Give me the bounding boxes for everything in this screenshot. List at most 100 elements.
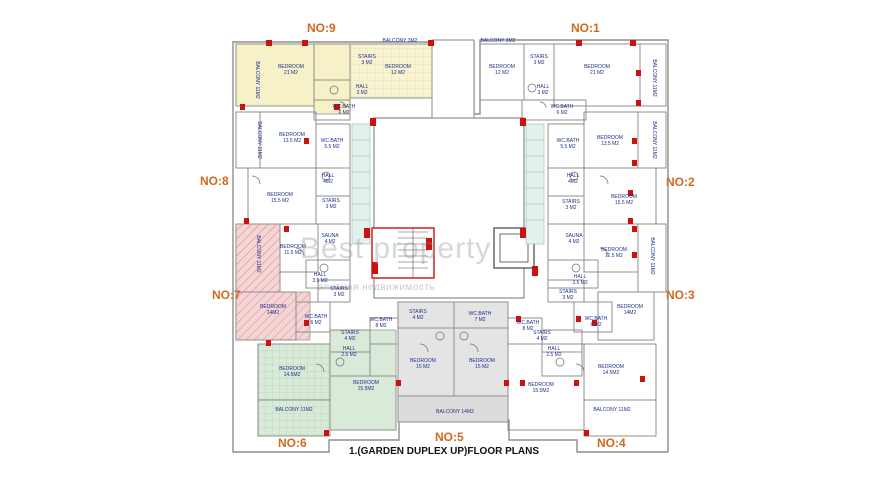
room-name: BEDROOM [598, 364, 624, 370]
room-area: 3 M2 [533, 60, 544, 66]
room-walls [235, 43, 667, 437]
room-area: 6 M2 [556, 110, 567, 116]
room-area: 3 M2 [333, 292, 344, 298]
room-name: BEDROOM [385, 64, 411, 70]
room-area: 4 M2 [568, 239, 579, 245]
room-name: WC.BATH [370, 317, 393, 323]
room-name: BALCONY 11M2 [275, 407, 313, 413]
room-area: 15.5M2 [533, 388, 550, 394]
room-name: STAIRS [409, 309, 427, 315]
room-name: STAIRS [358, 54, 376, 60]
room-name: STAIRS [330, 286, 348, 292]
room-area: 5.5 M2 [324, 144, 340, 150]
room-name: HALL [537, 84, 550, 90]
room-name: STAIRS [341, 330, 359, 336]
room-area: 15.5M2 [358, 386, 375, 392]
room-label: BALCONY 11M2 [254, 61, 260, 99]
unit-label-4: NO:4 [597, 436, 626, 450]
room-name: SAUNA [321, 233, 339, 239]
room-name: BEDROOM [584, 64, 610, 70]
room-area: 4 M2 [536, 336, 547, 342]
elevator-shaft [371, 227, 435, 279]
unit-7-hatched-fill [235, 223, 281, 293]
room-area: 6 M2 [590, 322, 601, 328]
room-area: 6 M2 [310, 320, 321, 326]
room-name: BALCONY 14M2 [436, 409, 474, 415]
room-name: BALCONY 11M2 [651, 121, 657, 159]
room-area: 4M2 [568, 179, 578, 185]
room-area: 15.5 M2 [615, 200, 633, 206]
room-name: BEDROOM [597, 135, 623, 141]
room-name: BEDROOM [279, 132, 305, 138]
room-area: 14M2 [624, 310, 637, 316]
room-area: 4 M2 [324, 239, 335, 245]
room-area: 15.5 M2 [271, 198, 289, 204]
unit-label-3: NO:3 [666, 288, 695, 302]
watermark-logo-text: Best property [300, 232, 492, 265]
room-area: 3 M2 [562, 295, 573, 301]
unit-label-5: NO:5 [435, 430, 464, 444]
room-name: BALCONY 11M2 [651, 59, 657, 97]
room-name: STAIRS [530, 54, 548, 60]
room-name: HALL [574, 274, 587, 280]
room-label: BALCONY 11M2 [256, 121, 262, 159]
structural-columns [240, 40, 645, 436]
room-area: 4M2 [323, 179, 333, 185]
room-area: 8 M2 [375, 323, 386, 329]
room-name: HALL [314, 272, 327, 278]
room-name: BALCONY 11M2 [254, 61, 260, 99]
room-area: 13.5 M2 [283, 138, 301, 144]
room-name: BEDROOM [601, 247, 627, 253]
room-name: WC.BATH [585, 316, 608, 322]
watermark-tagline: элитная недвижимость [318, 282, 436, 293]
room-name: WC.BATH [517, 320, 540, 326]
room-area: 6 M2 [338, 110, 349, 116]
room-name: WC.BATH [321, 138, 344, 144]
room-label: BALCONY 11M2 [593, 407, 631, 413]
room-area: 3 M2 [537, 90, 548, 96]
room-area: 3 M2 [325, 204, 336, 210]
room-area: 4 M2 [412, 315, 423, 321]
room-label: BALCONY 3M2 [383, 38, 418, 44]
room-label: BALCONY 11M2 [275, 407, 313, 413]
room-name: BALCONY 11M2 [593, 407, 631, 413]
room-area: 13.5 M2 [601, 141, 619, 147]
unit-label-2: NO:2 [666, 175, 695, 189]
floor-plan-caption: 1.(GARDEN DUPLEX UP)FLOOR PLANS [348, 446, 539, 457]
room-name: STAIRS [533, 330, 551, 336]
unit-9-bedroom-fill [235, 43, 315, 107]
unit-label-7: NO:7 [212, 288, 241, 302]
room-name: STAIRS [562, 199, 580, 205]
room-name: STAIRS [559, 289, 577, 295]
room-name: HALL [548, 346, 561, 352]
room-label: BALCONY 11M2 [255, 235, 261, 273]
room-label: BALCONY 11M2 [651, 59, 657, 97]
unit-label-8: NO:8 [200, 174, 229, 188]
